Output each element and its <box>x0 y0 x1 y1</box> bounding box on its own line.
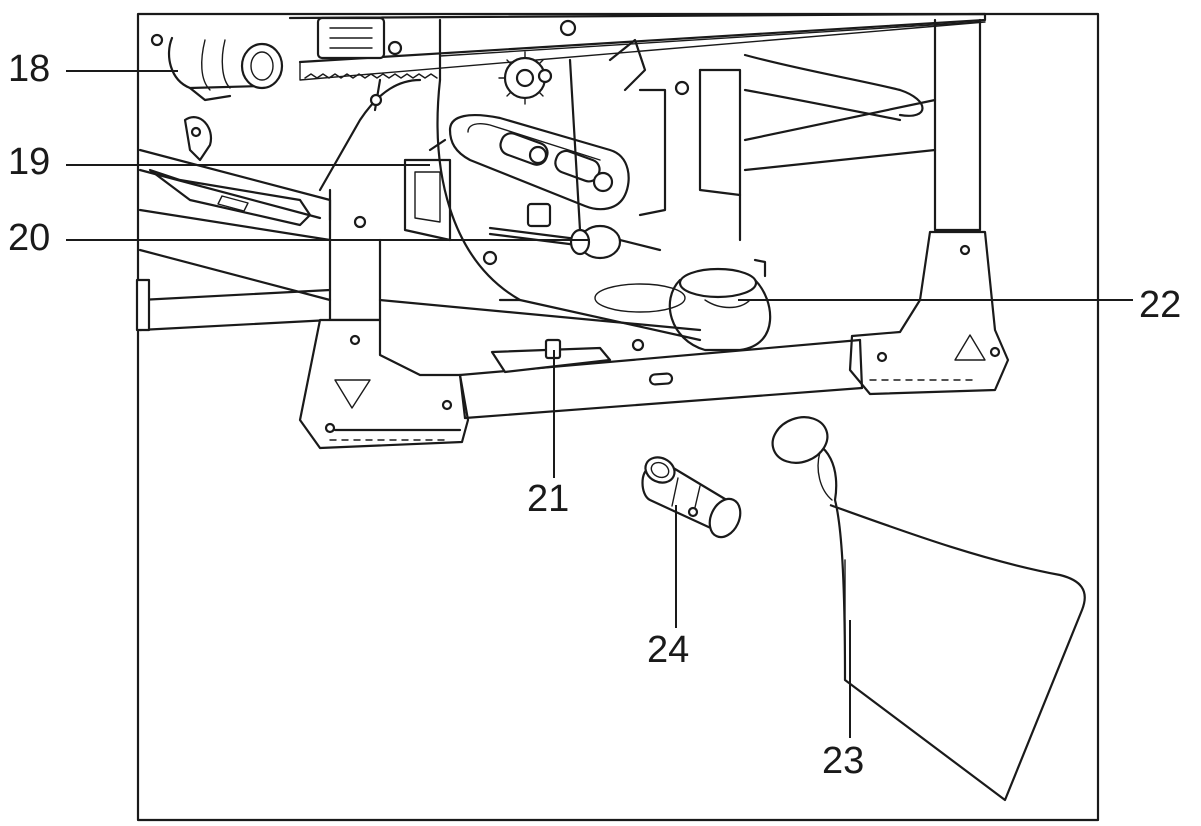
right-frame-structure <box>743 53 937 172</box>
callout-20: 20 <box>8 217 51 259</box>
leader-lines <box>66 70 1133 738</box>
stand-legs <box>298 18 1010 450</box>
saw-top-rail <box>288 12 987 81</box>
callout-18: 18 <box>8 48 51 90</box>
hose-adapter <box>641 456 742 539</box>
callout-22: 22 <box>1139 284 1182 326</box>
figure-frame <box>136 12 1100 822</box>
dust-port-hose <box>150 33 284 102</box>
dust-outlet-port <box>594 258 772 352</box>
callout-21: 21 <box>527 478 570 520</box>
bottom-crossbar <box>378 298 864 420</box>
dust-collection-bag <box>771 416 1086 802</box>
callout-24: 24 <box>647 629 690 671</box>
blade-arbor-assembly <box>318 18 742 342</box>
left-frame-structure <box>135 116 332 332</box>
callout-23: 23 <box>822 740 865 782</box>
callout-19: 19 <box>8 141 51 183</box>
